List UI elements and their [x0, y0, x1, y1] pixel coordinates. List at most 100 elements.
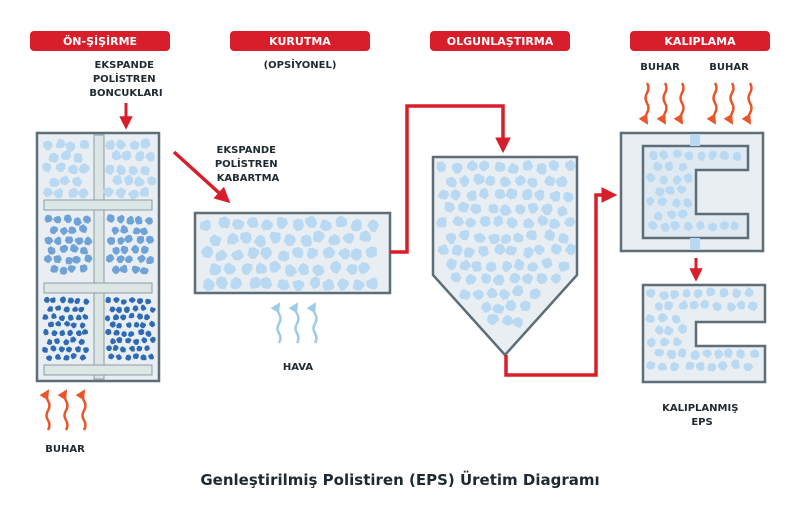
bead — [488, 233, 501, 245]
bead — [230, 276, 243, 290]
bead — [115, 139, 127, 150]
bead — [563, 191, 574, 203]
bead — [702, 349, 713, 358]
air-label: HAVA — [283, 362, 313, 373]
bead — [79, 354, 87, 361]
bead — [645, 288, 656, 298]
bead — [451, 162, 463, 174]
bead — [285, 264, 298, 277]
bead — [113, 297, 120, 303]
bead — [678, 209, 688, 219]
bead — [67, 265, 76, 273]
bead — [678, 300, 689, 310]
bead — [82, 313, 89, 320]
bead — [106, 214, 115, 223]
bead — [139, 267, 149, 275]
bead — [544, 175, 556, 187]
bead — [458, 201, 470, 213]
bead — [67, 329, 74, 337]
bead — [501, 314, 514, 326]
bead — [672, 175, 682, 186]
bead — [117, 236, 125, 245]
bead — [683, 198, 693, 208]
bead — [504, 299, 517, 312]
bead — [451, 244, 463, 256]
bead — [653, 211, 663, 221]
bead — [736, 300, 746, 310]
bead — [717, 360, 728, 371]
bead — [107, 236, 116, 245]
bead — [226, 232, 240, 245]
bead — [112, 174, 123, 185]
bead — [54, 305, 62, 311]
bead — [663, 325, 674, 336]
bead — [120, 245, 129, 255]
bead — [335, 215, 348, 228]
bead — [706, 287, 716, 297]
bead — [500, 233, 512, 244]
bead — [128, 312, 135, 319]
bead — [78, 187, 89, 199]
bead — [485, 261, 497, 272]
bead — [536, 162, 547, 175]
bead — [82, 215, 92, 224]
bead — [60, 226, 69, 236]
bead — [121, 331, 127, 337]
vessel-bead-group — [42, 138, 157, 361]
bead — [511, 317, 523, 328]
bead — [59, 266, 68, 275]
bead — [670, 290, 680, 300]
bead — [541, 257, 553, 269]
optional-label: (OPSİYONEL) — [264, 57, 337, 71]
bead — [499, 204, 512, 216]
bead — [696, 220, 705, 230]
bead — [67, 297, 75, 304]
bead — [744, 287, 754, 298]
air-arrows-dryer — [270, 302, 318, 344]
bead — [337, 278, 350, 291]
bead — [53, 255, 62, 264]
bead — [533, 244, 545, 256]
bead — [494, 189, 506, 200]
bead — [49, 226, 59, 235]
bead — [246, 217, 259, 228]
bead — [541, 203, 553, 216]
bead — [112, 246, 120, 255]
bead — [209, 234, 222, 247]
diagram-caption: Genleştirilmiş Polistiren (EPS) Üretim D… — [200, 470, 599, 489]
bead — [53, 236, 62, 246]
downward-arrow — [673, 82, 685, 125]
bead — [79, 264, 88, 273]
bead — [312, 264, 325, 277]
bead — [106, 253, 115, 263]
bead — [111, 226, 120, 235]
bead — [149, 336, 156, 343]
bead — [133, 338, 140, 345]
bead — [104, 315, 111, 322]
bead — [563, 216, 576, 227]
bead — [74, 297, 81, 304]
bead — [646, 196, 655, 206]
bead — [478, 187, 489, 200]
bead — [54, 338, 60, 345]
bead — [444, 202, 456, 213]
mold-bead-group — [645, 149, 741, 232]
bead — [102, 187, 114, 197]
bead — [72, 255, 81, 264]
bead — [446, 176, 457, 188]
bead — [297, 262, 309, 276]
bead — [66, 346, 72, 353]
upward-arrow — [39, 389, 51, 431]
downward-arrow — [706, 82, 718, 125]
bead — [466, 190, 477, 201]
bead — [68, 314, 74, 321]
bead — [136, 298, 144, 305]
bead — [129, 140, 140, 150]
bead — [119, 264, 128, 274]
bead — [269, 260, 282, 273]
bead — [676, 185, 687, 194]
bead — [127, 331, 135, 337]
bead — [436, 161, 446, 173]
bead — [120, 224, 129, 234]
bead — [69, 243, 79, 253]
